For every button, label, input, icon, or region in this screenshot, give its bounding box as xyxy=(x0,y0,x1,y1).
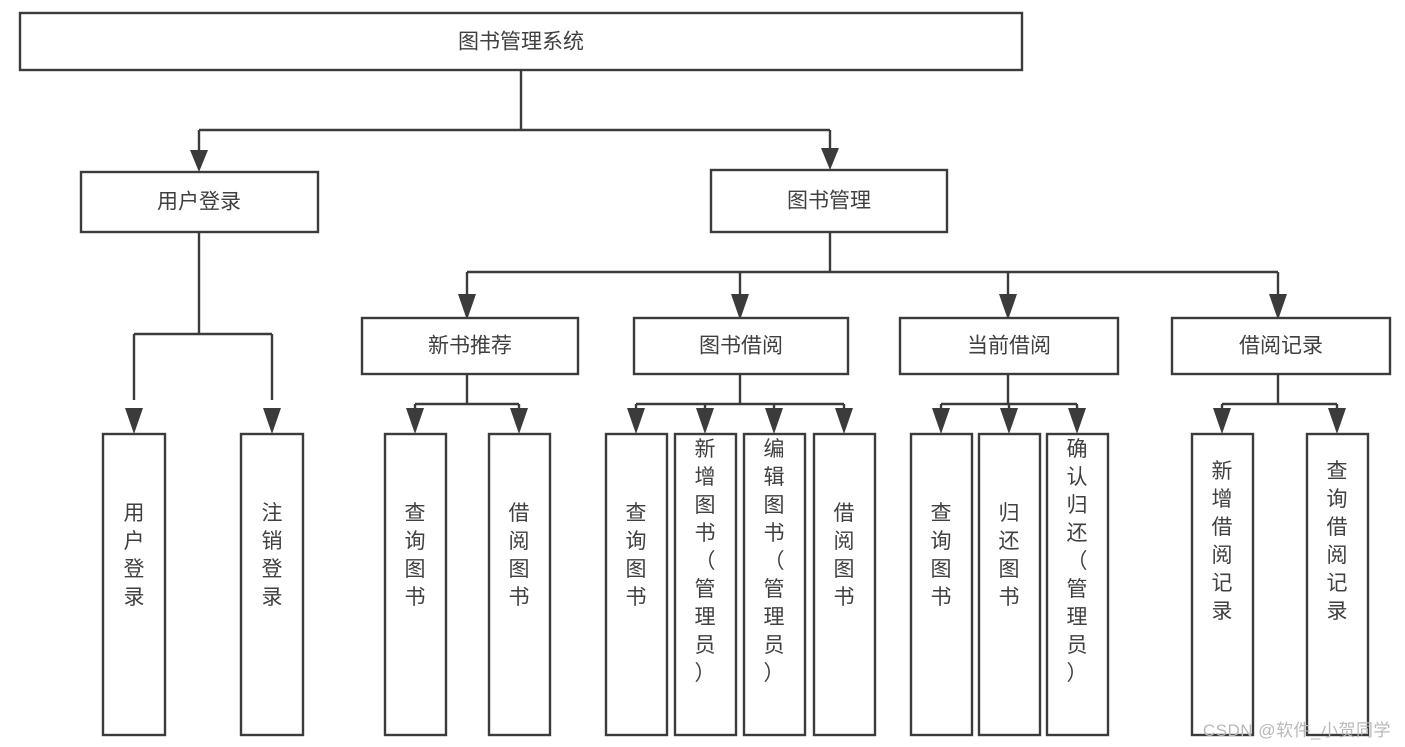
node-leaf-query-book-1-label: 查询图书 xyxy=(405,502,426,609)
arrow-icon-leaf-edit-book xyxy=(765,408,783,434)
node-root[interactable]: 图书管理系统 xyxy=(18,11,1024,72)
node-leaf-add-record[interactable]: 新增借阅记录 xyxy=(1190,432,1255,737)
arrow-icon-leaf-confirm-return xyxy=(1068,408,1086,434)
node-borrow-record-label: 借阅记录 xyxy=(1239,335,1323,358)
node-leaf-add-record-label: 新增借阅记录 xyxy=(1212,460,1233,623)
node-leaf-user-login-label: 用户登录 xyxy=(124,502,145,609)
node-leaf-user-login[interactable]: 用户登录 xyxy=(101,432,167,737)
node-current-borrow[interactable]: 当前借阅 xyxy=(898,316,1120,376)
node-current-borrow-box[interactable] xyxy=(898,316,1120,376)
node-leaf-query-book-2-box[interactable] xyxy=(604,432,669,737)
node-leaf-add-book-label: 新增图书（管理员） xyxy=(695,438,716,685)
node-new-book-recommend-label: 新书推荐 xyxy=(428,335,512,358)
arrow-icon-leaf-add-book xyxy=(696,408,714,434)
arrow-icon-user-login xyxy=(190,150,208,172)
node-leaf-logout-login[interactable]: 注销登录 xyxy=(239,432,305,737)
node-book-manage-box[interactable] xyxy=(709,168,949,234)
node-borrow-record-box[interactable] xyxy=(1170,316,1392,376)
arrow-icon-leaf-query-book-2 xyxy=(627,408,645,434)
arrow-icon-current-borrow xyxy=(999,294,1017,320)
arrow-icon-book-borrow xyxy=(731,294,749,320)
node-new-book-recommend[interactable]: 新书推荐 xyxy=(360,316,580,376)
node-leaf-edit-book-label: 编辑图书（管理员） xyxy=(764,438,785,685)
arrow-icon-leaf-borrow-book-2 xyxy=(835,408,853,434)
node-leaf-edit-book[interactable]: 编辑图书（管理员） xyxy=(742,432,807,737)
arrow-icon-book-manage xyxy=(821,148,839,170)
node-leaf-add-book[interactable]: 新增图书（管理员） xyxy=(673,432,738,737)
arrow-icon-leaf-logout-login xyxy=(263,408,281,434)
arrow-icon-borrow-record xyxy=(1269,294,1287,320)
node-leaf-add-book-box[interactable] xyxy=(673,432,738,737)
node-leaf-edit-book-box[interactable] xyxy=(742,432,807,737)
node-user-login[interactable]: 用户登录 xyxy=(79,170,320,234)
node-leaf-query-record-label: 查询借阅记录 xyxy=(1327,460,1348,623)
node-leaf-confirm-return[interactable]: 确认归还（管理员） xyxy=(1045,432,1110,737)
node-leaf-logout-login-label: 注销登录 xyxy=(262,502,283,609)
arrow-icon-leaf-query-book-1 xyxy=(406,408,424,434)
node-book-manage[interactable]: 图书管理 xyxy=(709,168,949,234)
arrow-icon-leaf-add-record xyxy=(1213,408,1231,434)
node-root-label: 图书管理系统 xyxy=(458,31,584,54)
node-root-box[interactable] xyxy=(18,11,1024,72)
node-borrow-record[interactable]: 借阅记录 xyxy=(1170,316,1392,376)
node-new-book-recommend-box[interactable] xyxy=(360,316,580,376)
node-leaf-confirm-return-box[interactable] xyxy=(1045,432,1110,737)
arrow-icon-leaf-borrow-book-1 xyxy=(510,408,528,434)
node-book-borrow[interactable]: 图书借阅 xyxy=(632,316,850,376)
node-leaf-query-book-3-box[interactable] xyxy=(909,432,974,737)
node-leaf-query-book-2-label: 查询图书 xyxy=(626,502,647,609)
node-leaf-query-book-3-label: 查询图书 xyxy=(931,502,952,609)
node-leaf-borrow-book-1[interactable]: 借阅图书 xyxy=(487,432,552,737)
node-book-manage-label: 图书管理 xyxy=(787,190,871,213)
node-leaf-query-book-3[interactable]: 查询图书 xyxy=(909,432,974,737)
node-leaf-query-book-1-box[interactable] xyxy=(383,432,448,737)
node-leaf-query-record[interactable]: 查询借阅记录 xyxy=(1305,432,1370,737)
node-leaf-query-record-box[interactable] xyxy=(1305,432,1370,737)
node-leaf-borrow-book-1-label: 借阅图书 xyxy=(509,502,530,609)
arrow-icon-leaf-query-book-3 xyxy=(932,408,950,434)
node-user-login-box[interactable] xyxy=(79,170,320,234)
node-current-borrow-label: 当前借阅 xyxy=(967,335,1051,358)
arrow-icon-new-book-recommend xyxy=(458,294,476,320)
arrow-icon-leaf-return-book xyxy=(1000,408,1018,434)
node-leaf-user-login-box[interactable] xyxy=(101,432,167,737)
connector-layer xyxy=(125,70,1346,434)
node-leaf-borrow-book-2-box[interactable] xyxy=(812,432,877,737)
node-leaf-confirm-return-label: 确认归还（管理员） xyxy=(1067,438,1088,685)
node-leaf-borrow-book-2-label: 借阅图书 xyxy=(834,502,855,609)
node-leaf-return-book-label: 归还图书 xyxy=(999,502,1020,609)
node-book-borrow-box[interactable] xyxy=(632,316,850,376)
node-leaf-borrow-book-2[interactable]: 借阅图书 xyxy=(812,432,877,737)
node-book-borrow-label: 图书借阅 xyxy=(699,335,783,358)
node-leaf-add-record-box[interactable] xyxy=(1190,432,1255,737)
node-leaf-query-book-2[interactable]: 查询图书 xyxy=(604,432,669,737)
node-leaf-borrow-book-1-box[interactable] xyxy=(487,432,552,737)
node-user-login-label: 用户登录 xyxy=(157,191,241,214)
node-leaf-logout-login-box[interactable] xyxy=(239,432,305,737)
node-leaf-return-book[interactable]: 归还图书 xyxy=(977,432,1042,737)
node-leaf-query-book-1[interactable]: 查询图书 xyxy=(383,432,448,737)
arrow-icon-leaf-query-record xyxy=(1328,408,1346,434)
arrow-icon-leaf-user-login xyxy=(125,408,143,434)
node-leaf-return-book-box[interactable] xyxy=(977,432,1042,737)
